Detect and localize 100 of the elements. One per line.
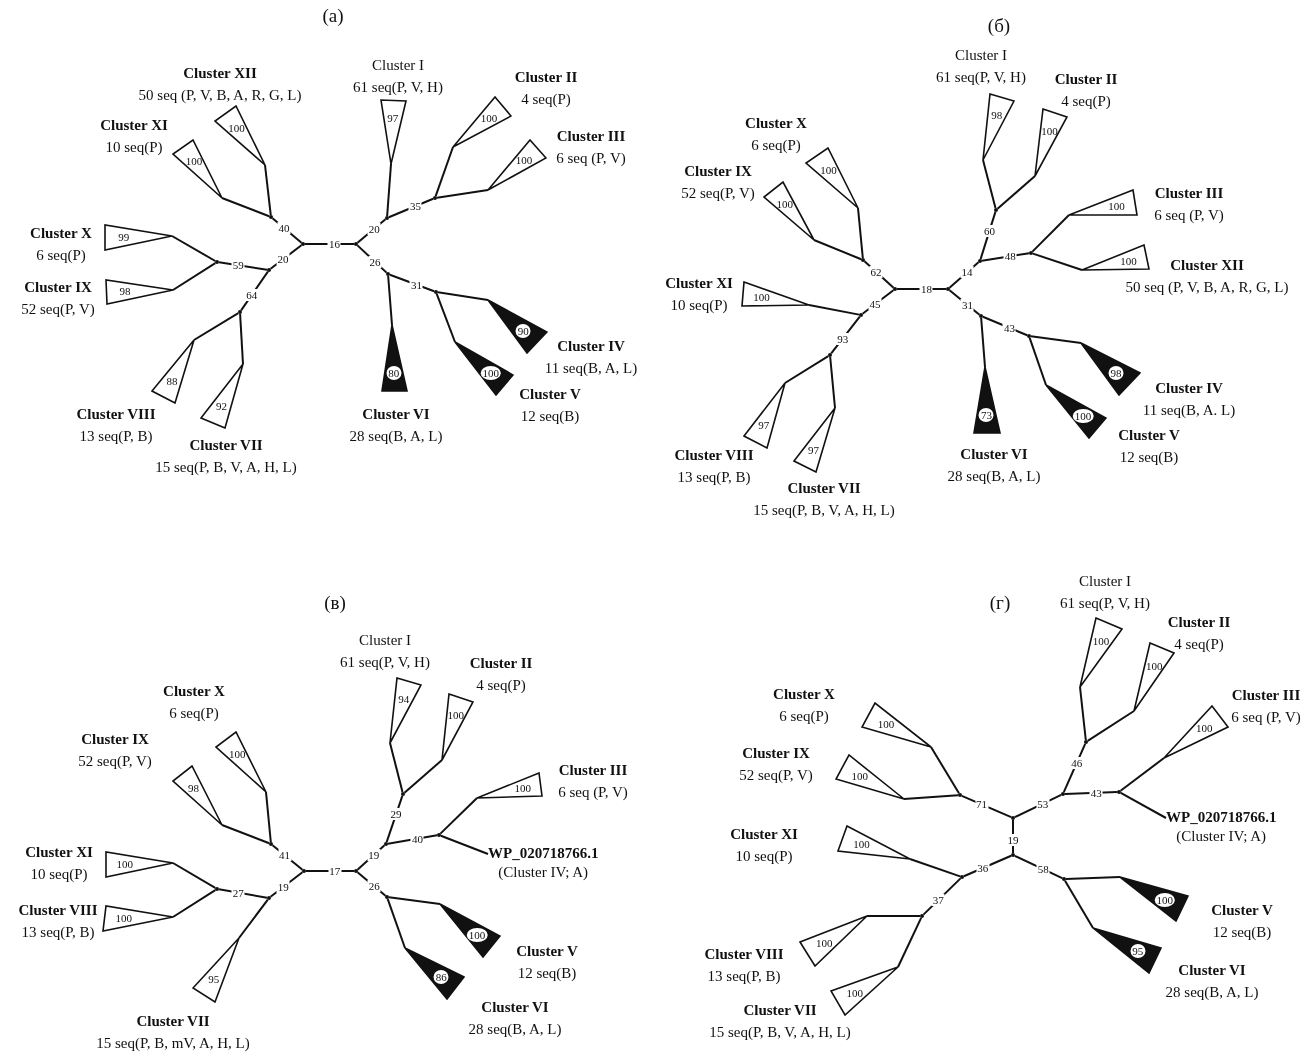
sequence-count: 15 seq(P, B, V, A, H, L)	[753, 501, 895, 519]
branch-point	[385, 895, 389, 899]
panel-label: (в)	[324, 592, 346, 614]
leaf-annotation: (Cluster IV; A)	[497, 863, 590, 882]
cluster-name: Cluster X	[163, 682, 225, 700]
sequence-count: 12 seq(B)	[1119, 448, 1179, 466]
cluster-name: Cluster IX	[684, 162, 752, 180]
branch-point	[215, 260, 219, 264]
clade-triangle	[793, 407, 836, 473]
cluster-name: Cluster III	[1154, 184, 1224, 202]
tree-branch	[980, 317, 986, 368]
tree-branch	[1119, 791, 1167, 819]
clade-triangle	[380, 99, 407, 165]
tree-branch	[1062, 742, 1087, 794]
cluster-name: Cluster I	[1078, 572, 1132, 590]
branch-point	[994, 208, 998, 212]
tree-branch	[1031, 252, 1083, 271]
sequence-count: 10 seq(P)	[735, 847, 793, 865]
tree-branch	[172, 262, 217, 291]
edge-label: 40	[277, 222, 291, 235]
clade-triangle	[389, 677, 422, 744]
bootstrap-value: 100	[447, 709, 464, 722]
clade-triangle	[982, 93, 1015, 161]
branch-point	[893, 287, 897, 291]
tree-branch	[897, 916, 923, 968]
clade-triangle	[743, 382, 786, 449]
edge-label: 26	[368, 255, 382, 268]
bootstrap-value: 100	[115, 912, 132, 925]
branch-point	[267, 268, 271, 272]
clade-triangle	[104, 224, 173, 251]
bootstrap-value: 100	[116, 858, 133, 871]
branch-point	[1061, 792, 1065, 796]
edge-label: 59	[231, 259, 245, 272]
sequence-count: 15 seq(P, B, mV, A, H, L)	[96, 1034, 250, 1052]
sequence-count: 6 seq(P)	[779, 707, 829, 725]
sequence-count: 50 seq (P, V, B, A, R, G, L)	[1125, 278, 1289, 296]
bootstrap-value: 100	[480, 111, 498, 124]
tree-branch	[389, 742, 404, 794]
tree-branch	[903, 794, 959, 800]
sequence-count: 28 seq(B, A, L)	[1165, 983, 1259, 1001]
cluster-name: Cluster VIII	[76, 405, 156, 423]
tree-branch	[863, 260, 895, 289]
tree-branch	[857, 207, 864, 259]
cluster-name: Cluster VI	[481, 998, 549, 1016]
sequence-count: 13 seq(P, B)	[21, 923, 95, 941]
cluster-name: Cluster V	[1211, 901, 1273, 919]
sequence-count: 6 seq (P, V)	[556, 149, 626, 167]
tree-branch	[221, 824, 271, 845]
bootstrap-value: 100	[514, 782, 531, 795]
branch-point	[828, 353, 832, 357]
sequence-count: 52 seq(P, V)	[78, 752, 152, 770]
cluster-name: Cluster I	[358, 631, 412, 649]
tree-branch	[962, 854, 1013, 878]
tree-branch	[217, 888, 269, 899]
clade-triangle	[973, 366, 1001, 434]
sequence-count: 4 seq(P)	[1174, 635, 1224, 653]
cluster-name: Cluster III	[556, 127, 626, 145]
tree-branch	[172, 889, 217, 918]
branch-point	[401, 792, 405, 796]
tree-branch	[1028, 336, 1047, 386]
edge-label: 37	[931, 894, 945, 907]
cluster-name: Cluster X	[30, 224, 92, 242]
tree-branch	[1086, 710, 1135, 742]
bootstrap-value: 100	[1120, 254, 1137, 267]
branch-point	[1029, 251, 1033, 255]
edge-label: 60	[982, 224, 996, 237]
bootstrap-value: 98	[188, 781, 200, 794]
clade-triangle	[1133, 642, 1175, 712]
sequence-count: 6 seq(P)	[36, 246, 86, 264]
sequence-count: 15 seq(P, B, V, A, H, L)	[709, 1023, 851, 1041]
edge-label: 36	[976, 862, 990, 875]
tree-branch	[439, 834, 489, 855]
tree-branch	[439, 797, 478, 835]
branch-point	[302, 869, 306, 873]
cluster-name: Cluster XI	[730, 825, 798, 843]
tree-branch	[239, 313, 244, 365]
branch-point	[269, 215, 273, 219]
sequence-count: 11 seq(B, A. L)	[1142, 401, 1236, 419]
sequence-count: 10 seq(P)	[105, 138, 163, 156]
tree-branch	[948, 261, 980, 289]
tree-branch	[960, 794, 1013, 819]
cluster-name: Cluster V	[519, 385, 581, 403]
clade-triangle	[441, 693, 474, 761]
cluster-name: Cluster III	[1231, 686, 1301, 704]
sequence-count: 52 seq(P, V)	[681, 184, 755, 202]
clade-triangle	[381, 324, 408, 392]
cluster-name: Cluster VIII	[18, 901, 98, 919]
cluster-name: Cluster IV	[557, 337, 625, 355]
branch-point	[437, 833, 441, 837]
cluster-name: Cluster II	[1054, 70, 1118, 88]
tree-branch	[866, 915, 921, 917]
cluster-name: Cluster VII	[189, 436, 263, 454]
tree-branch	[436, 189, 489, 199]
edge-label: 45	[868, 298, 882, 311]
bootstrap-value: 100	[185, 155, 203, 168]
clade-triangle	[151, 339, 195, 404]
sequence-count: 6 seq (P, V)	[558, 783, 628, 801]
branch-point	[301, 242, 305, 246]
bootstrap-value: 92	[215, 400, 227, 413]
cluster-name: Cluster VI	[362, 405, 430, 423]
